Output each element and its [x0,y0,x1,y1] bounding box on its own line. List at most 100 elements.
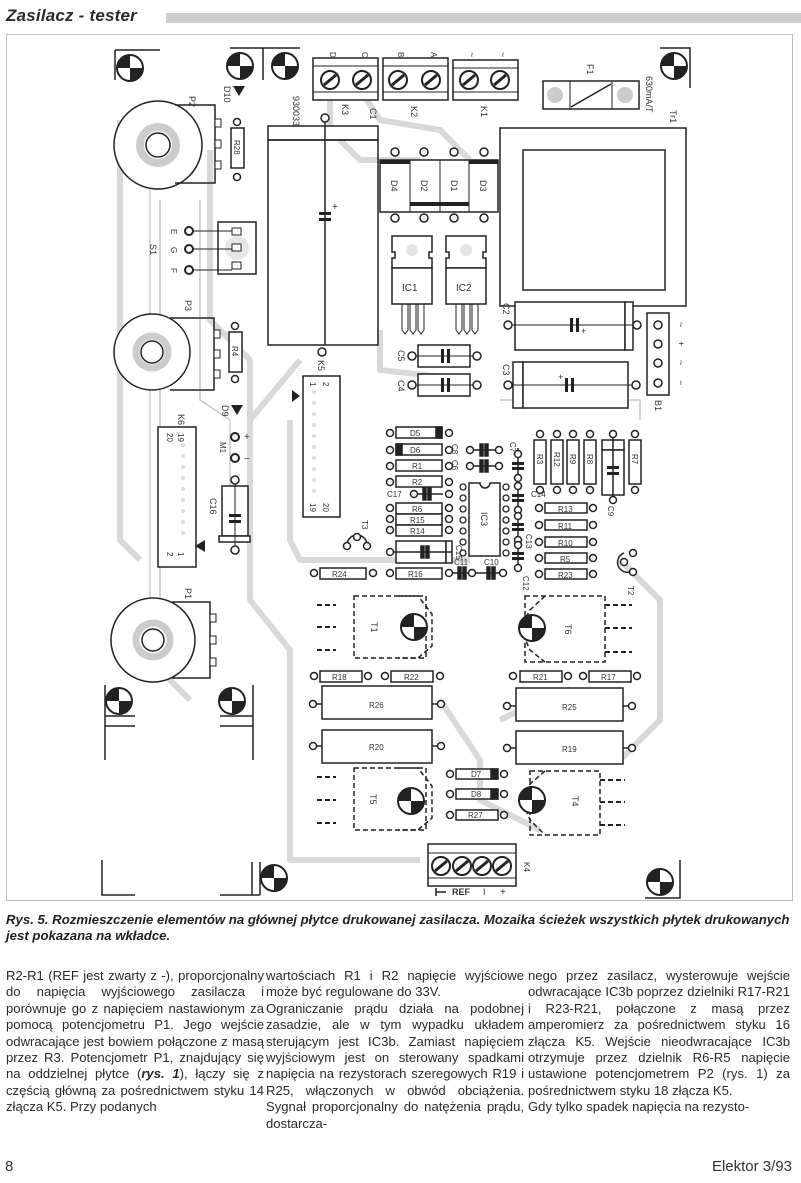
k4-pin-plus: + [500,887,506,898]
transistor-t2: T2 [616,548,638,596]
svg-text:R22: R22 [404,673,419,682]
c2-label: C2 [501,303,511,315]
svg-text:R11: R11 [558,522,573,531]
svg-text:R9: R9 [568,454,577,465]
svg-text:R28: R28 [232,140,241,155]
svg-text:T2: T2 [626,586,635,596]
svg-text:R8: R8 [585,454,594,465]
svg-text:D5: D5 [410,429,421,438]
svg-text:C15: C15 [454,545,463,560]
svg-text:R18: R18 [332,673,347,682]
svg-text:R1: R1 [412,462,423,471]
svg-text:19: 19 [308,503,317,512]
capacitor-c5: C5 [396,344,482,368]
resistor-r7: R7 [628,429,642,495]
diode-d6: D6 [385,443,454,456]
diode-d4: D4 [389,180,399,192]
svg-text:C7: C7 [508,442,517,453]
paragraph: R2-R1 (REF jest zwarty z -), proporcjona… [6,968,264,1115]
resistor-r3: R3 [533,429,547,495]
capacitor-c11-c10: C11 C10 [452,558,508,580]
transistor-t4: T4 [518,770,625,836]
svg-text:C11: C11 [454,558,469,567]
article-column-3: nego przez zasilacz, wysterowuje wejście… [528,968,790,1116]
transistor-t5: T5 [317,767,433,831]
figure-caption: Rys. 5. Rozmieszczenie elementów na głów… [6,912,790,943]
diode-d8: D8 [445,788,509,800]
ic3-dip: IC3 [459,482,510,557]
connector-k5: 1 2 19 20 K5 [292,347,341,518]
bridge-rectifier-b1: ~ + ~ − B1 [646,312,686,411]
svg-text:C10: C10 [484,558,499,567]
svg-text:R27: R27 [468,811,483,820]
svg-text:R19: R19 [562,745,577,754]
capacitor-c16: C16 [208,475,251,555]
svg-text:R15: R15 [410,516,425,525]
svg-text:20: 20 [321,503,330,512]
paragraph: nego przez zasilacz, wysterowuje wejście… [528,968,790,1098]
header-rule [166,13,801,23]
svg-text:1: 1 [308,382,317,387]
figure-frame [6,34,793,901]
transistor-t6: T6 [518,595,632,663]
svg-text:+: + [581,326,586,336]
transistor-t3: T3 [342,520,372,551]
svg-text:F: F [169,268,178,273]
b1-pin-minus: − [676,380,686,385]
k3-pin-d: D [328,52,337,58]
potentiometer-p2: P2 [113,96,222,190]
svg-text:R2: R2 [412,478,423,487]
page-header: Zasilacz - tester [6,4,801,30]
svg-text:19: 19 [176,433,185,442]
section-title: Zasilacz - tester [6,6,137,25]
diode-d5: D5 [385,426,454,439]
capacitor-c3: + C3 [501,361,641,409]
paragraph: wartościach R1 i R2 napięcie wyjściowe m… [266,968,524,1000]
bridge-diodes: D4 D2 D1 D3 [379,147,499,223]
svg-text:IC3: IC3 [479,512,489,526]
pcb-component-layout: D C K3 B A K2 ~ ~ K1 F1 630mA/T Tr1 9300… [101,47,691,899]
k4-pin-ref: REF [452,887,471,897]
svg-text:G: G [169,247,178,253]
article-column-2: wartościach R1 i R2 napięcie wyjściowe m… [266,968,524,1132]
svg-text:C17: C17 [387,490,402,499]
svg-text:D9: D9 [220,405,230,417]
bottom-center-components: D7 D8 R27 [445,768,509,821]
led-d9: D9 [220,405,243,417]
capacitors-column: C7 C14 C13 C12 [508,442,546,591]
diode-d3: D3 [478,180,488,192]
ic1-label: IC1 [402,283,418,294]
svg-text:2: 2 [321,382,330,387]
svg-text:R13: R13 [558,505,573,514]
capacitor-c15: C15 [385,540,463,564]
resistor-r19: R19 [502,730,637,765]
resistor-r17: R17 [578,670,642,683]
svg-text:D10: D10 [222,86,232,103]
svg-text:R3: R3 [535,454,544,465]
p2-label: P2 [187,96,197,107]
k2-label: K2 [409,106,419,117]
svg-text:R17: R17 [601,673,616,682]
potentiometer-p3: P3 [113,300,221,391]
resistor-r13: R13 [534,502,598,514]
page-number: 8 [5,1158,14,1175]
resistor-r11: R11 [534,519,598,531]
b1-pin-ac1: ~ [676,322,686,327]
k4-label: K4 [522,862,531,872]
resistor-r20: R20 [308,729,446,764]
svg-text:R24: R24 [332,570,347,579]
resistor-r23: R23 [534,568,598,580]
svg-text:−: − [244,454,250,465]
resistor-r14: R14 [385,524,454,537]
connector-k1: ~ ~ K1 [452,52,519,117]
svg-text:+: + [558,372,563,382]
resistor-r15: R15 [385,513,454,526]
svg-text:D7: D7 [471,770,482,779]
k1-label: K1 [479,106,489,117]
svg-text:R7: R7 [630,454,639,465]
fuse-f1: F1 630mA/T [542,64,654,113]
svg-text:+: + [332,202,338,213]
svg-text:D6: D6 [410,446,421,455]
resistor-r28: R28 [230,117,245,182]
svg-text:C16: C16 [208,498,218,515]
